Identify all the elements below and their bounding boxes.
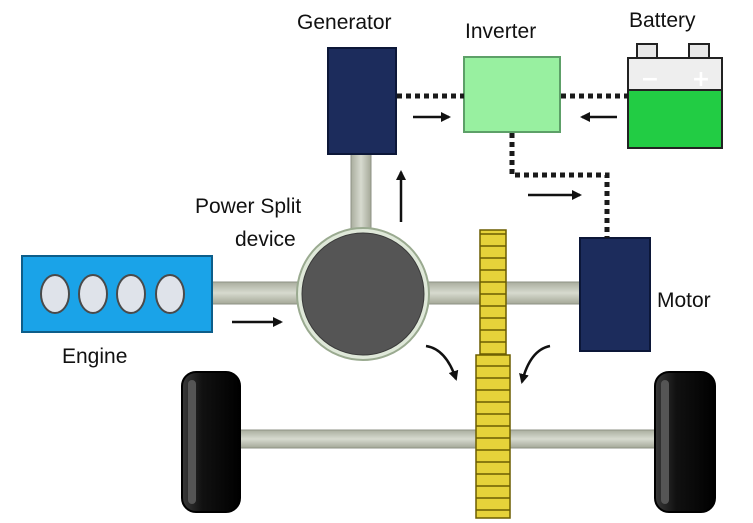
engine-block <box>21 255 213 333</box>
electrical-connections <box>397 93 628 238</box>
flow-arrows <box>232 112 617 384</box>
battery-label: Battery <box>629 9 696 32</box>
right-wheel <box>654 371 716 513</box>
lower-gear <box>475 354 511 519</box>
power-split-label-line2: device <box>235 228 296 251</box>
engine-cylinder <box>40 274 70 314</box>
motor-label: Motor <box>657 289 711 312</box>
inverter <box>463 56 561 133</box>
engine-label: Engine <box>62 345 127 368</box>
inverter-label: Inverter <box>465 20 536 43</box>
generator-shaft <box>350 149 372 239</box>
engine-cylinder <box>78 274 108 314</box>
power-split-device <box>296 227 430 361</box>
arrow-curve-left <box>425 344 459 381</box>
engine-cylinder <box>116 274 146 314</box>
left-wheel <box>181 371 241 513</box>
battery: − + <box>627 43 723 149</box>
engine-cylinder <box>155 274 185 314</box>
inverter-motor-wire <box>509 133 610 238</box>
generator <box>327 47 397 155</box>
power-split-label: Power Split <box>195 195 301 218</box>
battery-positive-terminal: + <box>692 67 710 92</box>
upper-gear <box>479 229 507 356</box>
battery-negative-terminal: − <box>641 67 659 92</box>
motor <box>579 237 651 352</box>
generator-label: Generator <box>297 11 392 34</box>
arrow-curve-right <box>519 344 551 384</box>
rear-axle <box>234 429 676 449</box>
